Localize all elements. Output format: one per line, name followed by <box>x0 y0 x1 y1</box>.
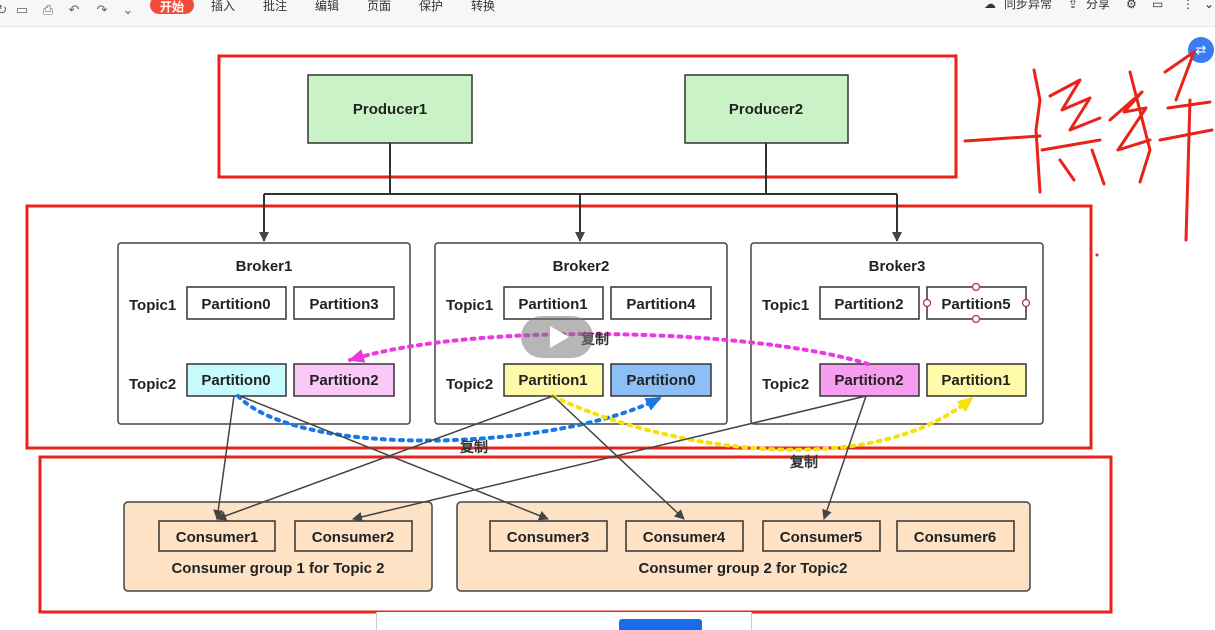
undo-icon[interactable]: ↶ <box>68 2 80 17</box>
consumer-group1-label: Consumer group 1 for Topic 2 <box>171 560 384 577</box>
consumer1-box <box>158 520 276 552</box>
broker1-topic2-partition2-label: Partition2 <box>309 372 378 389</box>
save-icon[interactable]: ▭ <box>15 2 29 17</box>
broker2-topic1-partition4-label: Partition4 <box>626 296 696 313</box>
broker1-topic2-partition0-label: Partition0 <box>201 372 270 389</box>
producer-connectors <box>259 143 902 242</box>
share-button[interactable]: 分享 <box>1086 0 1111 11</box>
redo-disabled-icon[interactable]: ↷ <box>96 2 108 17</box>
consumer1-label: Consumer1 <box>176 529 259 546</box>
chevron-icon[interactable]: ⌄ <box>1204 0 1215 11</box>
consumer6-label: Consumer6 <box>914 529 997 546</box>
broker3-topic1-partition5-label: Partition5 <box>941 296 1010 313</box>
broker2-topic2-partition0 <box>610 363 712 397</box>
broker2-topic2-label: Topic2 <box>446 376 493 393</box>
video-play-button[interactable] <box>521 316 593 358</box>
broker3-topic2-partition1 <box>926 363 1027 397</box>
consumer-group2-label: Consumer group 2 for Topic2 <box>639 560 848 577</box>
more-icon[interactable]: ⋮ <box>1182 0 1194 11</box>
replication-arrow-magenta <box>348 332 870 366</box>
replication-label-left: 复制 <box>459 439 488 455</box>
broker2-topic1-partition1 <box>503 286 604 320</box>
broker3-title: Broker3 <box>869 258 926 275</box>
broker3-topic1-partition2-label: Partition2 <box>834 296 903 313</box>
consumer6-box <box>896 520 1015 552</box>
broker2-topic2-partition1 <box>503 363 604 397</box>
handwritten-annotation <box>963 50 1214 242</box>
tab-page[interactable]: 页面 <box>367 0 392 13</box>
selection-handles[interactable] <box>922 282 1031 324</box>
broker2-topic1-label: Topic1 <box>446 297 493 314</box>
redo-icon[interactable]: ↻ <box>0 2 8 17</box>
producers-highlight-frame <box>217 54 958 179</box>
broker1-title: Broker1 <box>236 258 293 275</box>
broker1-topic1-partition3 <box>293 286 395 320</box>
producer1-box <box>307 74 473 144</box>
sync-status[interactable]: 同步异常 <box>1004 0 1053 11</box>
share-icon[interactable]: ⇪ <box>1068 0 1079 11</box>
settings-icon[interactable]: ⚙ <box>1126 0 1137 11</box>
broker2-topic2-partition1-label: Partition1 <box>518 372 587 389</box>
broker3-topic2-partition1-label: Partition1 <box>941 372 1010 389</box>
print-icon[interactable]: ⎙ <box>42 2 54 17</box>
replication-arrow-blue <box>236 394 662 443</box>
tab-convert[interactable]: 转换 <box>471 0 496 13</box>
replication-arrow-yellow <box>551 394 974 452</box>
broker3-topic2-partition2-label: Partition2 <box>834 372 903 389</box>
producer2-box <box>684 74 849 144</box>
cloud-sync-icon[interactable]: ☁ <box>984 0 996 11</box>
consumer5-label: Consumer5 <box>780 529 863 546</box>
broker2-title: Broker2 <box>553 258 610 275</box>
consumer4-box <box>625 520 744 552</box>
broker1-topic2-partition2 <box>293 363 395 397</box>
tab-edit[interactable]: 编辑 <box>315 0 340 13</box>
broker3-topic2-label: Topic2 <box>762 376 809 393</box>
broker1-topic1-label: Topic1 <box>129 297 176 314</box>
broker1-topic2-partition0 <box>186 363 287 397</box>
replication-label-right: 复制 <box>789 454 818 470</box>
consumption-arrows <box>213 395 867 522</box>
broker1-topic1-partition0-label: Partition0 <box>201 296 270 313</box>
tab-protect[interactable]: 保护 <box>419 0 444 13</box>
broker2-topic1-partition1-label: Partition1 <box>518 296 587 313</box>
broker1-topic1-partition3-label: Partition3 <box>309 296 378 313</box>
app-toolbar: ↻ ▭ ⎙ ↶ ↷ ⌄ 开始 插入 批注 编辑 页面 保护 转换 ☁ 同步异常 … <box>0 0 1215 27</box>
consumer5-box <box>762 520 881 552</box>
tab-comment[interactable]: 批注 <box>263 0 288 13</box>
broker3-topic1-label: Topic1 <box>762 297 809 314</box>
producer1-label: Producer1 <box>353 101 427 118</box>
consumer3-box <box>489 520 608 552</box>
consumer3-label: Consumer3 <box>507 529 590 546</box>
consumer2-label: Consumer2 <box>312 529 395 546</box>
chevron-down-icon[interactable]: ⌄ <box>122 2 134 17</box>
broker3-topic1-partition2 <box>819 286 920 320</box>
tab-start[interactable]: 开始 <box>150 0 195 14</box>
broker2-topic2-partition0-label: Partition0 <box>626 372 695 389</box>
broker3-topic2-partition2 <box>819 363 920 397</box>
consumer4-label: Consumer4 <box>643 529 726 546</box>
annotation-dot <box>1095 253 1099 257</box>
comment-icon[interactable]: ▭ <box>1152 0 1164 11</box>
broker2-topic1-partition4 <box>610 286 712 320</box>
tab-insert[interactable]: 插入 <box>211 0 236 13</box>
broker1-topic2-label: Topic2 <box>129 376 176 393</box>
broker1-topic1-partition0 <box>186 286 287 320</box>
producer2-label: Producer2 <box>729 101 803 118</box>
bottom-action-button[interactable] <box>619 619 702 630</box>
brokers-highlight-frame <box>25 204 1093 450</box>
